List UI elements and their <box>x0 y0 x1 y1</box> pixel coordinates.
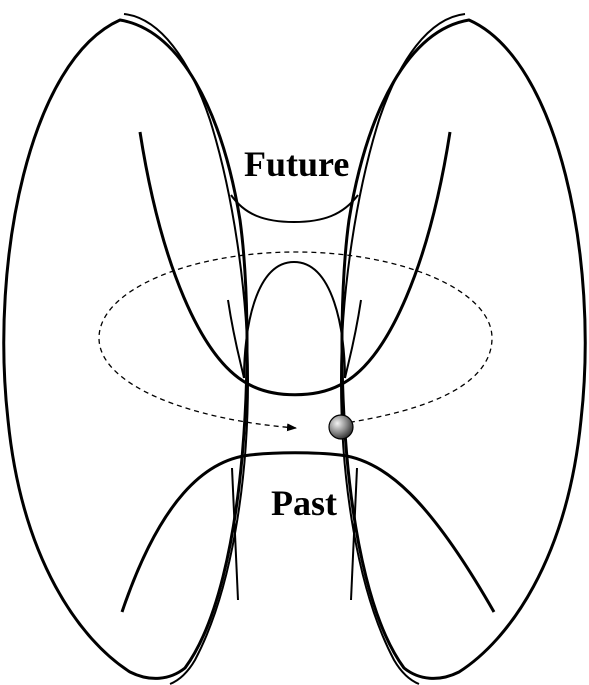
past-throat-curve <box>122 453 494 612</box>
particle-trajectory <box>99 252 492 428</box>
past-label: Past <box>271 485 337 521</box>
inner-arch <box>244 262 345 378</box>
future-bridge-top <box>231 195 358 222</box>
future-label: Future <box>244 146 349 182</box>
particle-ball <box>329 415 353 439</box>
